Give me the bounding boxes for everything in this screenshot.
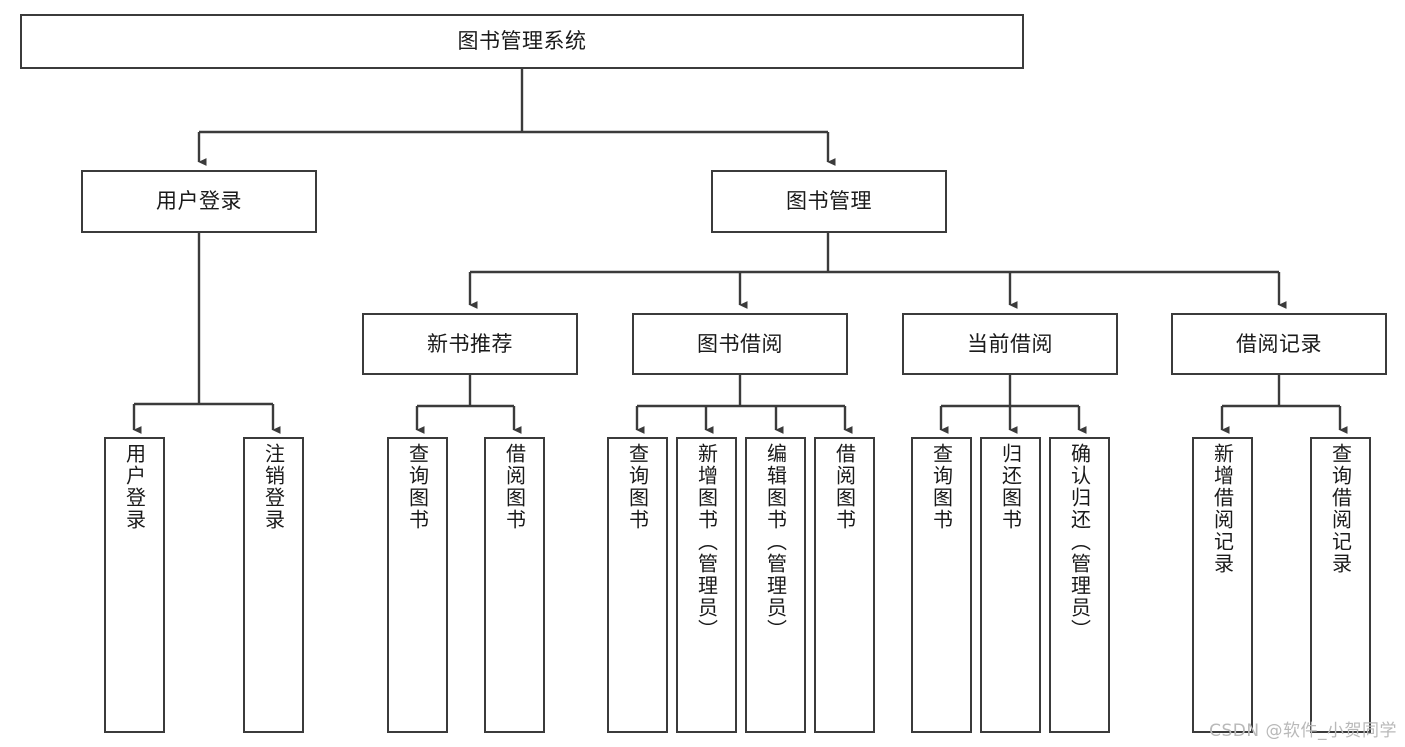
- node-label: 确认归还（管理员）: [1067, 443, 1092, 641]
- leaf-book-borrow-query[interactable]: 查询图书: [607, 437, 668, 733]
- leaf-book-borrow-add[interactable]: 新增图书（管理员）: [676, 437, 737, 733]
- node-label: 查询图书: [405, 443, 430, 531]
- node-label: 图书管理系统: [457, 29, 587, 54]
- leaf-borrow-record-query[interactable]: 查询借阅记录: [1310, 437, 1371, 733]
- node-current-borrow[interactable]: 当前借阅: [902, 313, 1118, 375]
- node-label: 查询图书: [625, 443, 650, 531]
- node-label: 查询图书: [929, 443, 954, 531]
- node-label: 编辑图书（管理员）: [763, 443, 788, 641]
- node-label: 借阅图书: [832, 443, 857, 531]
- node-user-login[interactable]: 用户登录: [81, 170, 317, 233]
- node-root-system[interactable]: 图书管理系统: [20, 14, 1024, 69]
- leaf-new-book-query[interactable]: 查询图书: [387, 437, 448, 733]
- node-borrow-record[interactable]: 借阅记录: [1171, 313, 1387, 375]
- node-label: 新增借阅记录: [1210, 443, 1235, 575]
- node-new-book-recommend[interactable]: 新书推荐: [362, 313, 578, 375]
- node-label: 图书管理: [786, 189, 872, 214]
- node-book-management[interactable]: 图书管理: [711, 170, 947, 233]
- node-book-borrow[interactable]: 图书借阅: [632, 313, 848, 375]
- node-label: 当前借阅: [967, 331, 1053, 356]
- leaf-borrow-record-add[interactable]: 新增借阅记录: [1192, 437, 1253, 733]
- leaf-current-borrow-return[interactable]: 归还图书: [980, 437, 1041, 733]
- node-label: 新书推荐: [427, 331, 513, 356]
- node-label: 借阅图书: [502, 443, 527, 531]
- node-label: 新增图书（管理员）: [694, 443, 719, 641]
- node-label: 用户登录: [156, 189, 242, 214]
- leaf-book-borrow-borrow[interactable]: 借阅图书: [814, 437, 875, 733]
- leaf-user-login-logout[interactable]: 注销登录: [243, 437, 304, 733]
- node-label: 借阅记录: [1236, 331, 1322, 356]
- leaf-current-borrow-confirm-return[interactable]: 确认归还（管理员）: [1049, 437, 1110, 733]
- node-label: 查询借阅记录: [1328, 443, 1353, 575]
- node-label: 归还图书: [998, 443, 1023, 531]
- leaf-book-borrow-edit[interactable]: 编辑图书（管理员）: [745, 437, 806, 733]
- leaf-user-login-login[interactable]: 用户登录: [104, 437, 165, 733]
- leaf-current-borrow-query[interactable]: 查询图书: [911, 437, 972, 733]
- node-label: 图书借阅: [697, 331, 783, 356]
- node-label: 注销登录: [261, 443, 286, 531]
- leaf-new-book-borrow[interactable]: 借阅图书: [484, 437, 545, 733]
- watermark: CSDN @软件_小贺同学: [1209, 721, 1397, 741]
- node-label: 用户登录: [122, 443, 147, 531]
